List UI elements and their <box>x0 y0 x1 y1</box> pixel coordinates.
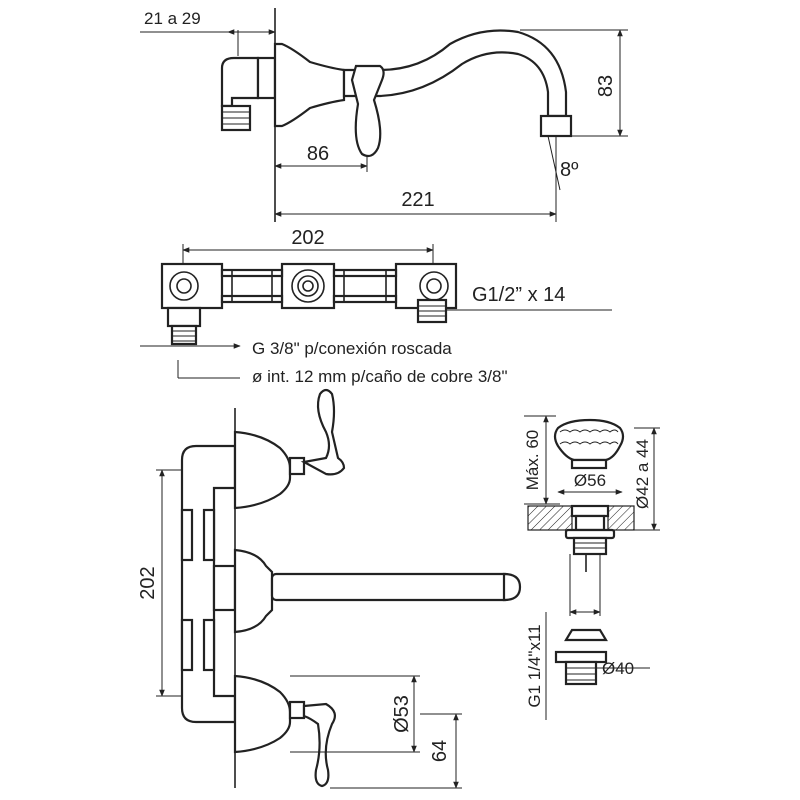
dim-spout-angle: 8º <box>560 159 579 181</box>
dim-drain-diameter: Ø40 <box>602 659 634 678</box>
dim-knob-diameter: Ø56 <box>574 471 606 490</box>
drain-nut <box>564 628 608 642</box>
rough-in-body-front <box>180 444 237 724</box>
upper-handle <box>300 388 346 476</box>
dim-drain-thread: G1 1/4"x11 <box>525 624 544 707</box>
dim-rough-in-front: 202 <box>137 566 159 599</box>
label-copper-pipe: ø int. 12 mm p/caño de cobre 3/8" <box>252 367 508 386</box>
center-flange <box>233 548 274 634</box>
label-outlet-thread: G1/2” x 14 <box>472 284 565 306</box>
front-view: 202 Ø53 64 <box>137 388 522 789</box>
drain-thread <box>564 660 598 686</box>
side-view: 21 a 29 83 86 8º 221 <box>140 8 628 222</box>
dim-handle-offset: 86 <box>307 143 329 165</box>
dim-spout-height: 83 <box>595 75 617 97</box>
aerator <box>539 114 573 138</box>
counter-left <box>527 505 573 531</box>
side-handle <box>350 64 385 158</box>
drain-washer <box>554 650 608 664</box>
dim-handle-height: 64 <box>429 740 451 762</box>
label-inlet-thread: G 3/8" p/conexión roscada <box>252 339 452 358</box>
lower-flange <box>233 674 292 754</box>
inlet-thread-left <box>166 306 202 328</box>
inlet-elbow <box>220 56 260 108</box>
lower-handle <box>302 702 337 788</box>
drain-detail: Máx. 60 Ø56 Ø42 a 44 G1 1/4"x11 <box>523 415 660 720</box>
center-body <box>280 262 336 310</box>
dim-flange-diameter: Ø53 <box>391 695 413 733</box>
counter-right <box>607 505 635 531</box>
flange-bell <box>273 42 346 128</box>
dim-spout-reach: 221 <box>401 189 434 211</box>
left-valve-body <box>160 262 224 310</box>
upper-flange <box>233 430 292 510</box>
wall-adapter <box>256 56 277 100</box>
dim-rough-in-top: 202 <box>291 227 324 249</box>
dim-hole-range: Ø42 a 44 <box>633 439 652 509</box>
rough-in-view: 202 G1/2” x 14 <box>140 227 612 386</box>
drain-knob <box>553 418 625 462</box>
dim-max-height: Máx. 60 <box>523 430 542 490</box>
front-spout <box>270 572 512 602</box>
dim-wall-thickness: 21 a 29 <box>144 9 201 28</box>
